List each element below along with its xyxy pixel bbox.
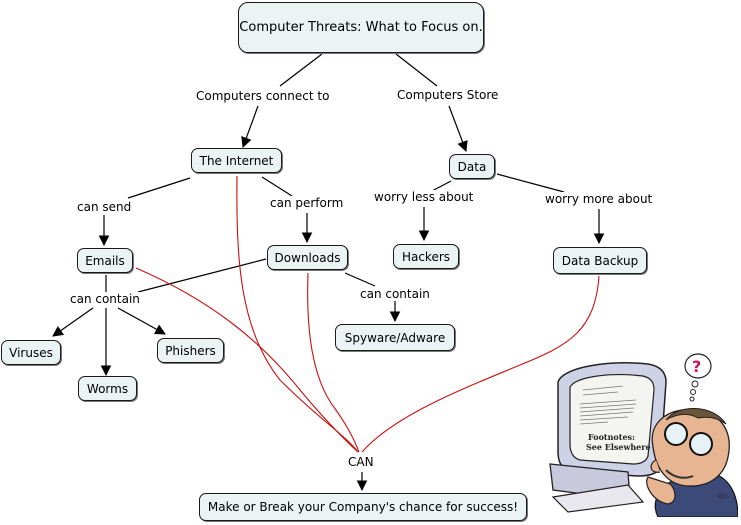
- edge-downloads-cancontain2: [344, 272, 376, 287]
- question-mark-thought-bubble-icon: ?: [684, 353, 712, 402]
- screen-text-footnotes: Footnotes:: [588, 432, 635, 442]
- concept-downloads[interactable]: Downloads: [267, 245, 348, 270]
- concept-hackers[interactable]: Hackers: [393, 244, 459, 269]
- concept-data-backup[interactable]: Data Backup: [553, 247, 647, 274]
- edge-internet-cansend: [127, 177, 191, 199]
- link-computers-connect-to: Computers connect to: [195, 89, 331, 103]
- concept-data[interactable]: Data: [449, 154, 495, 179]
- puzzled-man-computer-illustration: Footnotes: See Elsewhere ? GH.: [549, 353, 738, 517]
- edge-downloads-cancontain: [137, 258, 267, 293]
- concept-spyware-adware[interactable]: Spyware/Adware: [335, 324, 455, 351]
- screen-text-elsewhere: See Elsewhere: [586, 442, 651, 452]
- svg-text:?: ?: [692, 357, 701, 376]
- edge-title-store: [395, 53, 438, 87]
- link-can-contain-emails: can contain: [69, 292, 141, 306]
- keyboard-icon: [551, 484, 645, 513]
- concept-emails[interactable]: Emails: [77, 248, 133, 273]
- cross-link-internet-can: [236, 175, 359, 453]
- edge-store-data: [448, 105, 468, 153]
- link-worry-more-about: worry more about: [544, 192, 654, 206]
- concept-title[interactable]: Computer Threats: What to Focus on.: [238, 2, 484, 53]
- concept-worms[interactable]: Worms: [78, 376, 137, 401]
- link-can-contain-downloads: can contain: [359, 287, 431, 301]
- concept-the-internet[interactable]: The Internet: [191, 148, 282, 173]
- edge-title-connect: [279, 53, 323, 87]
- hand-icon: [646, 476, 676, 505]
- monitor-icon: Footnotes: See Elsewhere: [557, 362, 667, 477]
- edge-cancontain-phishers: [117, 307, 166, 335]
- link-can-send: can send: [76, 200, 133, 214]
- concept-outcome[interactable]: Make or Break your Company's chance for …: [199, 493, 527, 521]
- link-computers-store: Computers Store: [396, 88, 500, 102]
- link-can: CAN: [347, 455, 375, 469]
- link-can-perform: can perform: [269, 196, 345, 210]
- concept-phishers[interactable]: Phishers: [157, 338, 224, 363]
- link-worry-less-about: worry less about: [373, 190, 475, 204]
- edge-internet-canperform: [261, 176, 293, 197]
- man-head-icon: [646, 407, 730, 505]
- edge-data-worryless: [431, 180, 452, 192]
- edge-connect-internet: [241, 105, 259, 149]
- edge-data-worrymore: [496, 173, 565, 193]
- edge-cancontain-viruses: [52, 307, 94, 337]
- cross-link-downloads-can: [307, 272, 360, 453]
- concept-viruses[interactable]: Viruses: [1, 340, 61, 365]
- artist-signature: GH.: [718, 493, 729, 500]
- cross-link-backup-can: [361, 275, 600, 453]
